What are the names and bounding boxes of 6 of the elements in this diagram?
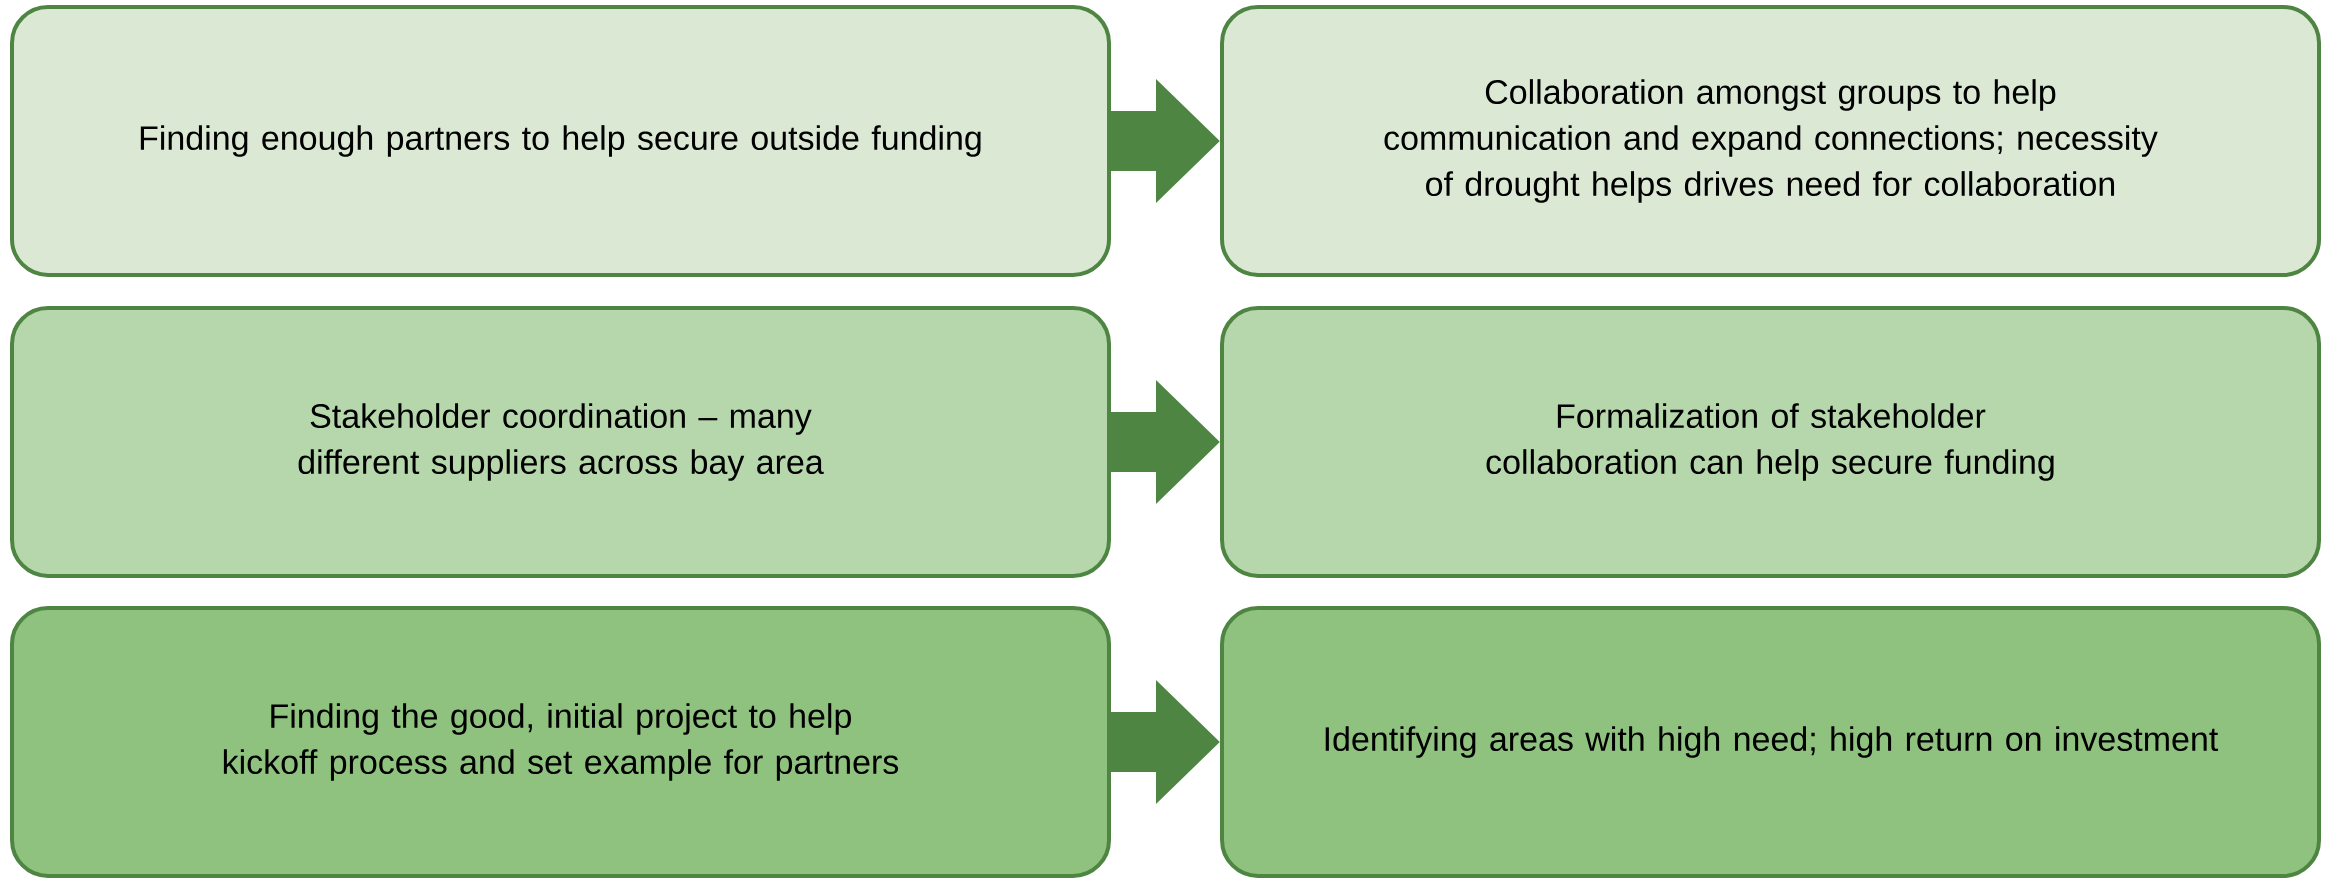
text-box: Identifying areas with high need; high return on investment <box>1220 606 2322 878</box>
text-box: Finding enough partners to help secure outside funding <box>10 5 1111 277</box>
text-box: Formalization of stakeholder collaboration can help secure funding <box>1220 306 2322 578</box>
text-box: Collaboration amongst groups to help communication and expand connections; necessity of drought helps drives need for collaboration <box>1220 5 2322 277</box>
text-box: Finding the good, initial project to help kickoff process and set example for partners <box>10 606 1111 878</box>
text-box: Stakeholder coordination – many different suppliers across bay area <box>10 306 1111 578</box>
